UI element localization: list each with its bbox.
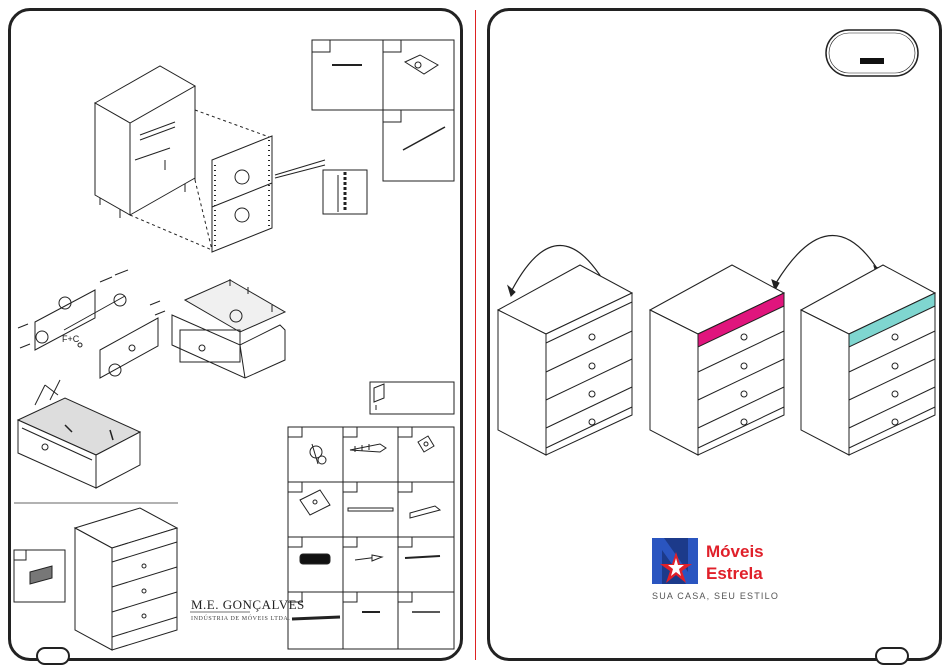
chest-variant-magenta [650, 265, 784, 455]
model-badge [826, 30, 918, 76]
chest-variant-plain [498, 265, 632, 455]
chest-variant-teal [801, 265, 935, 455]
moveis-estrela-logo-mark [652, 538, 698, 584]
